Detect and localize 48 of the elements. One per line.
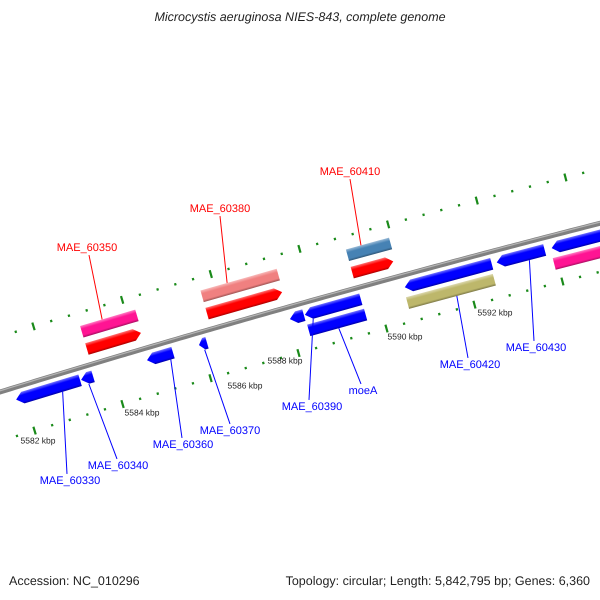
scale-label: 5590 kbp bbox=[388, 332, 422, 342]
scale-label: 5586 kbp bbox=[228, 381, 262, 391]
gene-label: MAE_60420 bbox=[440, 358, 500, 372]
gene-feature bbox=[198, 337, 209, 350]
gene-feature bbox=[81, 370, 95, 384]
accession-text: Accession: NC_010296 bbox=[9, 575, 140, 589]
scale-label: 5592 kbp bbox=[478, 308, 512, 318]
leader-line bbox=[88, 383, 118, 460]
leader-line bbox=[170, 359, 182, 438]
gene-feature bbox=[290, 309, 306, 323]
gene-feature bbox=[346, 238, 392, 262]
gene-label: MAE_60410 bbox=[320, 166, 380, 178]
leader-line bbox=[528, 260, 534, 342]
gene-label: MAE_60340 bbox=[88, 460, 148, 472]
gene-feature bbox=[552, 228, 600, 252]
diagram-title: Microcystis aeruginosa NIES-843, complete genome bbox=[154, 11, 446, 25]
gene-label: MAE_60360 bbox=[152, 438, 214, 452]
gene-label: MAE_60330 bbox=[40, 474, 100, 488]
gene-label: moeA bbox=[348, 384, 378, 398]
gene-label: MAE_60380 bbox=[190, 202, 250, 216]
gene-feature bbox=[406, 274, 496, 309]
scale-label: 5584 kbp bbox=[124, 408, 160, 418]
leader-line bbox=[308, 318, 314, 400]
gene-feature bbox=[350, 257, 394, 278]
gene-feature bbox=[147, 346, 175, 364]
gene-feature bbox=[496, 244, 546, 267]
gene-feature bbox=[304, 294, 362, 319]
gene-feature bbox=[552, 245, 600, 270]
gene-feature bbox=[200, 268, 280, 302]
gene-label: MAE_60390 bbox=[282, 400, 342, 414]
genome-info-text: Topology: circular; Length: 5,842,795 bp; Genes: 6,360 bbox=[286, 575, 590, 589]
gene-label: MAE_60430 bbox=[506, 342, 566, 354]
gene-label: MAE_60370 bbox=[200, 424, 260, 438]
leader-line bbox=[338, 328, 362, 384]
gene-feature bbox=[404, 258, 494, 292]
leader-line bbox=[220, 216, 228, 284]
scale-label: 5588 kbp bbox=[268, 356, 302, 366]
scale-label: 5582 kbp bbox=[20, 436, 56, 446]
leader-line bbox=[350, 178, 362, 246]
leader-line bbox=[88, 254, 103, 320]
gene-label: MAE_60350 bbox=[56, 242, 118, 254]
leader-line bbox=[456, 295, 468, 358]
leader-line bbox=[62, 391, 68, 474]
gene-feature bbox=[16, 374, 82, 404]
gene-feature bbox=[80, 310, 139, 338]
leader-line bbox=[204, 349, 230, 424]
gene-feature bbox=[85, 329, 141, 355]
gene-feature bbox=[205, 288, 282, 320]
